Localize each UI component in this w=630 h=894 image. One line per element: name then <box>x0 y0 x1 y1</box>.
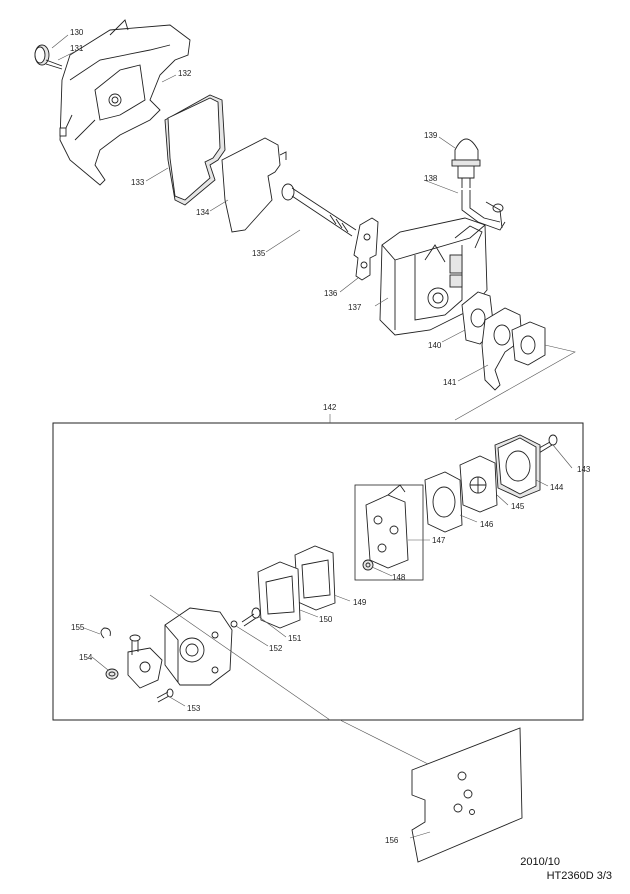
label-139: 139 <box>424 131 438 140</box>
label-148: 148 <box>392 573 406 582</box>
part-147-subassembly-box <box>354 484 424 581</box>
part-151-needle-valve <box>241 607 261 627</box>
guide-line <box>149 594 331 721</box>
label-147: 147 <box>432 536 446 545</box>
part-145-diaphragm <box>459 455 498 513</box>
part-133-filter-element <box>164 94 226 206</box>
label-146: 146 <box>480 520 494 529</box>
label-155: 155 <box>71 623 85 632</box>
part-147-carburetor-body <box>365 484 409 569</box>
part-135-long-bolt <box>281 183 357 237</box>
label-140: 140 <box>428 341 442 350</box>
footer-date: 2010/10 <box>520 856 560 868</box>
part-130-knob-screw <box>34 44 63 70</box>
label-141: 141 <box>443 378 457 387</box>
part-153-screw <box>156 688 174 703</box>
part-146-gasket <box>424 471 463 533</box>
carburetor-main-body <box>164 607 233 686</box>
label-136: 136 <box>324 289 338 298</box>
label-137: 137 <box>348 303 362 312</box>
label-130: 130 <box>70 28 84 37</box>
part-134-filter-plate <box>221 137 287 233</box>
part-138-fuel-pipe <box>461 190 506 231</box>
part-141-insulator <box>481 307 523 391</box>
part-155-clip <box>100 627 111 639</box>
label-131: 131 <box>70 44 84 53</box>
part-149-gasket <box>294 545 336 611</box>
part-137-air-cleaner-case <box>379 217 488 336</box>
label-151: 151 <box>288 634 302 643</box>
footer-model-page: HT2360D 3/3 <box>546 870 612 882</box>
part-136-bracket <box>353 217 379 281</box>
guide-line <box>339 719 441 771</box>
label-150: 150 <box>319 615 333 624</box>
part-144-diaphragm-cover <box>494 434 541 499</box>
label-132: 132 <box>178 69 192 78</box>
label-149: 149 <box>353 598 367 607</box>
leader-lines <box>51 34 573 839</box>
label-144: 144 <box>550 483 564 492</box>
label-133: 133 <box>131 178 145 187</box>
part-139-primer-pump <box>451 138 481 188</box>
label-152: 152 <box>269 644 283 653</box>
label-134: 134 <box>196 208 210 217</box>
leader-line <box>454 344 576 421</box>
part-labels: 130 131 132 133 134 135 136 137 138 139 … <box>70 28 591 845</box>
label-138: 138 <box>424 174 438 183</box>
carburetor-assembly-box <box>52 422 584 721</box>
label-153: 153 <box>187 704 201 713</box>
label-145: 145 <box>511 502 525 511</box>
part-152-o-ring <box>230 620 238 628</box>
label-135: 135 <box>252 249 266 258</box>
part-154-cap <box>105 668 119 680</box>
label-156: 156 <box>385 836 399 845</box>
part-156-gasket-sheet <box>411 727 523 863</box>
part-141-gasket-plate <box>511 321 546 366</box>
part-132-air-cleaner-cover <box>59 19 191 186</box>
label-142: 142 <box>323 403 337 412</box>
part-choke-lever-assembly <box>127 634 163 689</box>
label-143: 143 <box>577 465 591 474</box>
part-148-nut <box>362 559 374 571</box>
label-154: 154 <box>79 653 93 662</box>
part-150-plate <box>257 561 301 629</box>
